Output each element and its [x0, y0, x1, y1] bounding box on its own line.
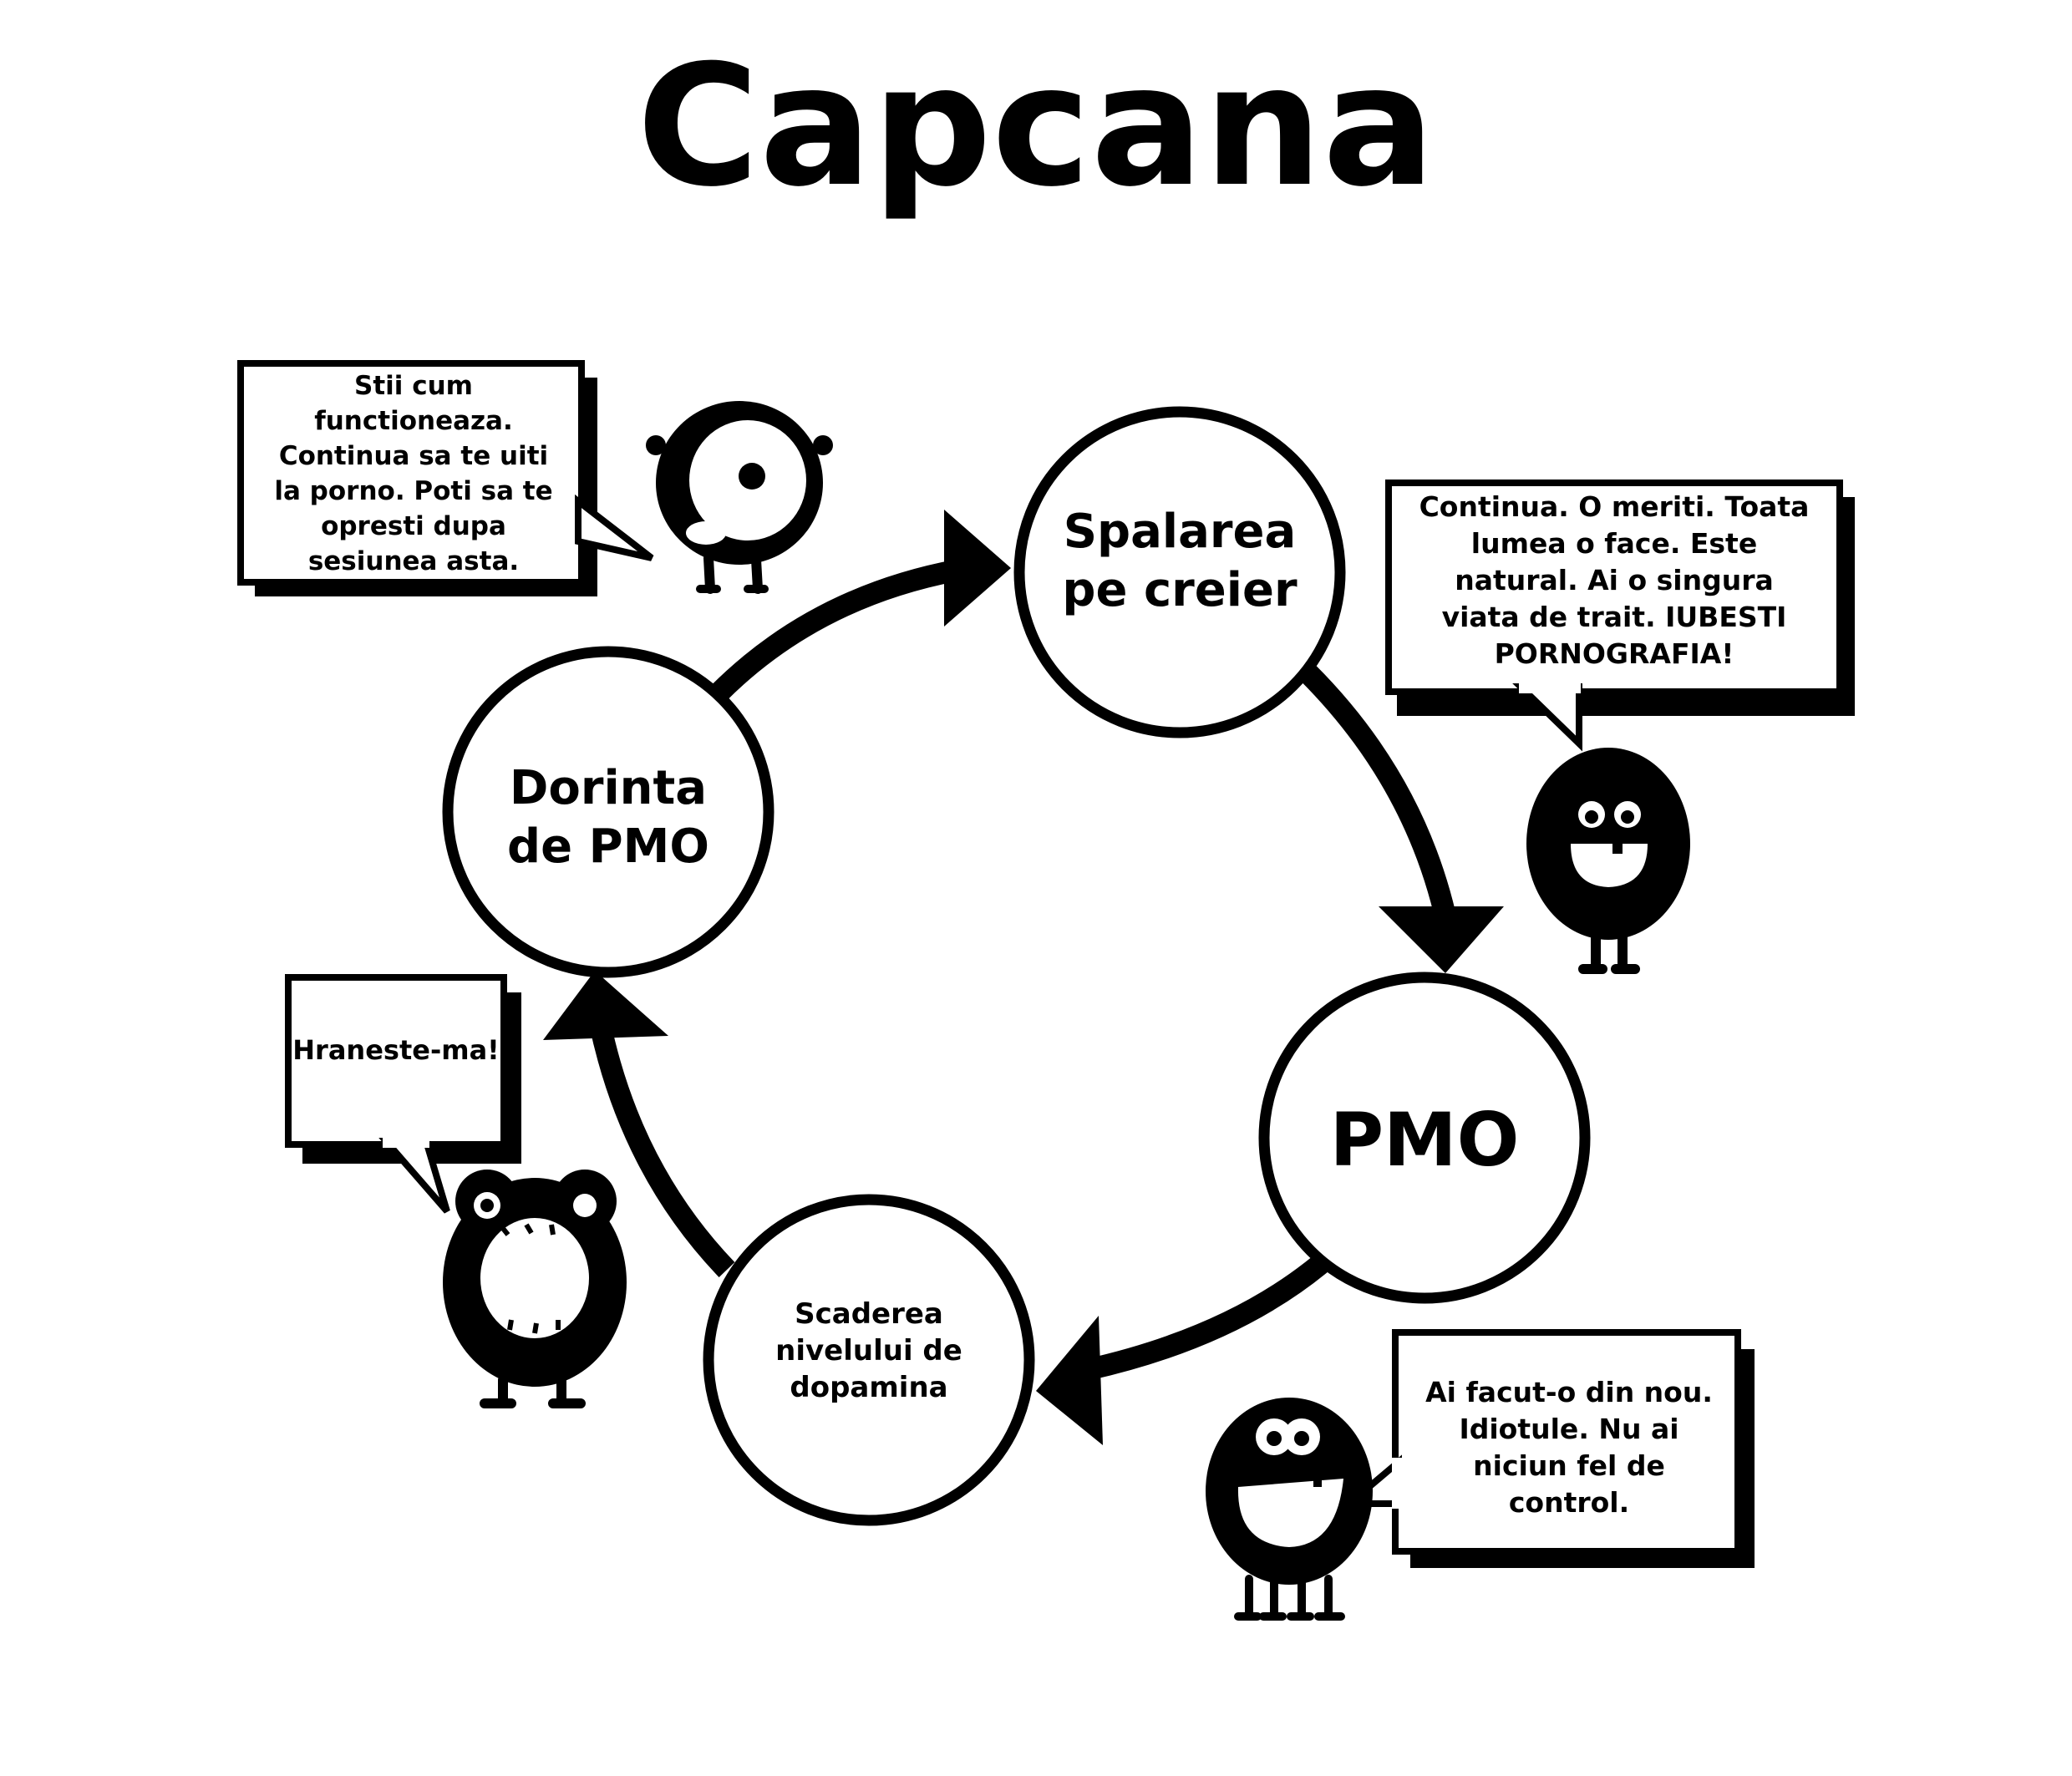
cycle-arrows [543, 510, 1504, 1445]
speech-bubble-top-right: Continua. O meriti. Toata lumea o face. … [1385, 480, 1855, 752]
bubble-top-right-line-1: Continua. O meriti. Toata [1419, 490, 1810, 523]
bubble-top-right-line-2: lumea o face. Este [1471, 527, 1757, 560]
monster-smiling-icon [1526, 748, 1690, 974]
node-scaderea-line-2: nivelului de [775, 1334, 962, 1368]
arrow-spalarea-to-pmo [1299, 664, 1460, 938]
speech-bubble-bottom-right: Ai facut-o din nou. Idiotule. Nu ai nici… [1340, 1329, 1755, 1568]
bubble-top-left-line-1: Stii cum [354, 371, 473, 401]
node-dorinta-line-1: Dorinta [510, 761, 707, 815]
bubble-bottom-right-line-1: Ai facut-o din nou. [1425, 1376, 1713, 1408]
speech-bubble-left: Hraneste-ma! [285, 974, 521, 1214]
node-scaderea-line-1: Scaderea [795, 1297, 943, 1331]
node-spalarea-line-1: Spalarea [1064, 505, 1297, 559]
bubble-top-left-line-2: functioneaza. [314, 406, 513, 436]
bubble-top-right-line-3: natural. Ai o singura [1455, 564, 1774, 596]
bubble-bottom-right-line-3: niciun fel de [1473, 1449, 1665, 1482]
bubble-top-left-line-4: la porno. Poti sa te [274, 476, 552, 506]
node-scaderea-line-3: dopamina [790, 1371, 947, 1404]
bubble-left-line-1: Hraneste-ma! [292, 1034, 500, 1066]
node-scaderea: Scaderea nivelului de dopamina [703, 1194, 1035, 1526]
arrow-dorinta-to-spalarea [710, 557, 972, 702]
arrowhead-to-spalarea [944, 510, 1011, 627]
page-title: Capcana [637, 29, 1435, 224]
bubble-top-left-line-5: opresti dupa [321, 511, 506, 541]
node-spalarea-line-2: pe creier [1062, 563, 1298, 617]
node-dorinta: Dorinta de PMO [442, 646, 774, 978]
arrow-pmo-to-scaderea [1084, 1249, 1336, 1381]
bubble-bottom-right-line-4: control. [1509, 1486, 1629, 1519]
bubble-top-left-line-3: Continua sa te uiti [279, 441, 548, 471]
arrowhead-to-scaderea [1036, 1316, 1103, 1445]
arrow-scaderea-to-dorinta [589, 1021, 735, 1277]
bubble-top-left-line-6: sesiunea asta. [308, 546, 519, 576]
bubble-bottom-right-line-2: Idiotule. Nu ai [1459, 1413, 1678, 1445]
speech-bubble-top-left: Stii cum functioneaza. Continua sa te ui… [237, 360, 654, 596]
monster-frog-icon [443, 1170, 627, 1408]
arrowhead-to-dorinta [543, 971, 668, 1040]
node-spalarea: Spalarea pe creier [1013, 406, 1346, 738]
node-pmo-label: PMO [1330, 1097, 1520, 1183]
node-pmo: PMO [1258, 972, 1591, 1304]
node-dorinta-line-2: de PMO [507, 819, 709, 874]
bubble-top-right-line-4: viata de trait. IUBESTI [1442, 601, 1787, 633]
monster-many-legs-icon [1206, 1398, 1373, 1621]
bubble-top-right-line-5: PORNOGRAFIA! [1495, 637, 1734, 670]
monster-one-eyed-icon [646, 401, 833, 594]
arrowhead-to-pmo [1379, 906, 1504, 973]
